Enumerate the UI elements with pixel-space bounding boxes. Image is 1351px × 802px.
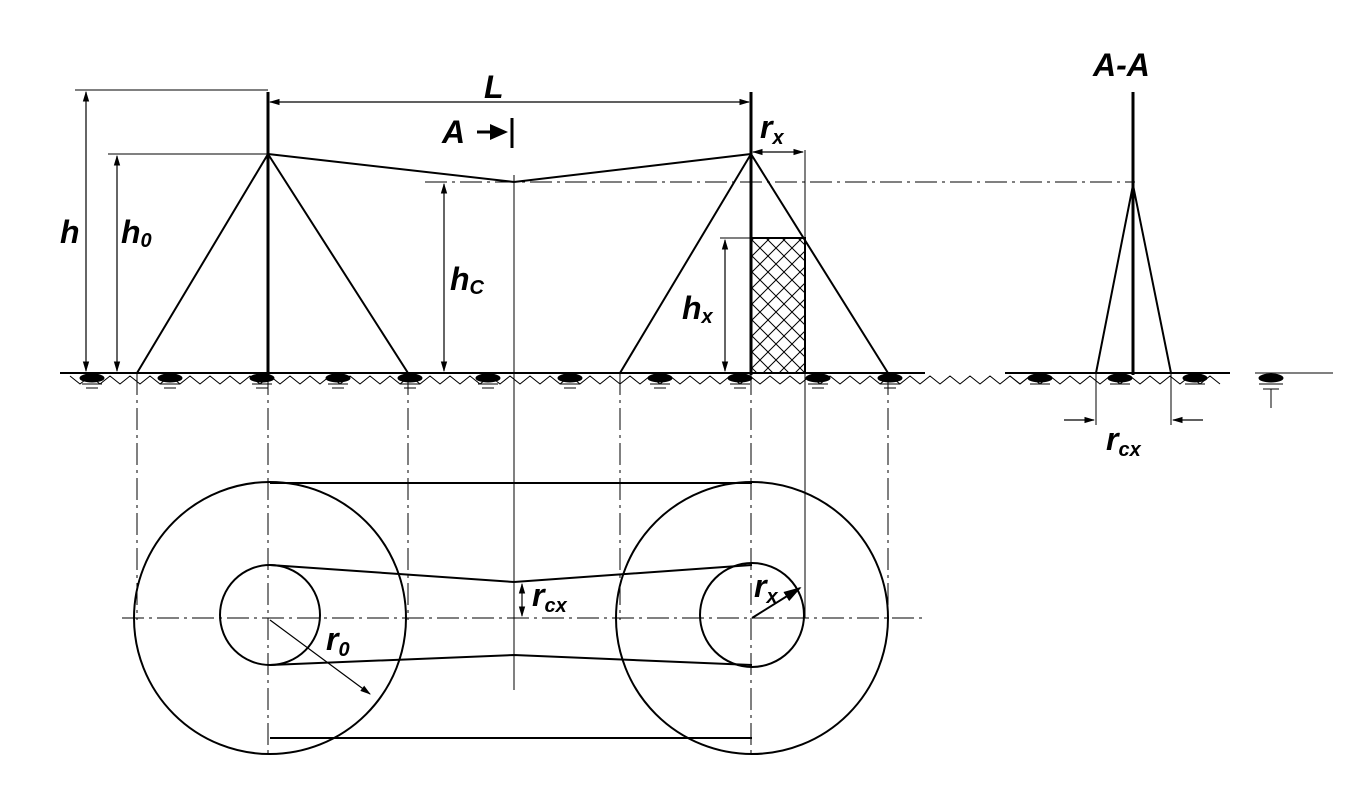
label-hx-main: h	[682, 290, 702, 326]
section-marker	[477, 118, 514, 148]
label-rcx-section-sub: cx	[1118, 439, 1141, 461]
extension-lines	[75, 89, 751, 239]
section-title: A-A	[1092, 47, 1150, 83]
label-hx-sub: x	[701, 306, 714, 328]
label-r0-sub: 0	[338, 639, 349, 661]
inner-zone-right	[699, 562, 805, 668]
label-r0-main: r	[326, 621, 340, 657]
label-hx: hx	[682, 290, 714, 328]
center-lines	[122, 181, 1135, 755]
label-rcx-section: rcx	[1106, 421, 1142, 461]
label-rx-top-sub: x	[771, 127, 784, 149]
label-rx-plan-sub: x	[765, 586, 778, 608]
elevation-view	[60, 89, 1135, 755]
label-hc-sub: C	[470, 277, 485, 299]
label-rcx-plan: rcx	[532, 577, 568, 617]
label-rcx-plan-sub: cx	[544, 595, 567, 617]
protected-object-hatched	[750, 237, 806, 374]
section-marker-label: A	[441, 114, 465, 150]
dimension-arrows	[82, 90, 805, 373]
label-rcx-plan-main: r	[532, 577, 546, 613]
label-h: h	[60, 214, 80, 250]
section-a-a-view	[1005, 92, 1333, 425]
isolated-earth-symbol	[1258, 373, 1284, 408]
plan-dimensions	[269, 582, 802, 695]
label-rx-top: rx	[760, 109, 784, 149]
label-h0: h0	[121, 214, 152, 252]
label-hc-main: h	[450, 261, 470, 297]
label-h0-main: h	[121, 214, 141, 250]
label-rcx-section-main: r	[1106, 421, 1120, 457]
label-h0-sub: 0	[141, 230, 152, 252]
label-hc: hC	[450, 261, 485, 299]
label-r0: r0	[326, 621, 350, 661]
inner-zone-left	[219, 564, 321, 666]
label-L: L	[484, 69, 504, 105]
plan-view	[133, 481, 889, 755]
label-rx-plan-main: r	[754, 568, 768, 604]
label-rx-top-main: r	[760, 109, 774, 145]
label-rx-plan: rx	[754, 568, 778, 608]
